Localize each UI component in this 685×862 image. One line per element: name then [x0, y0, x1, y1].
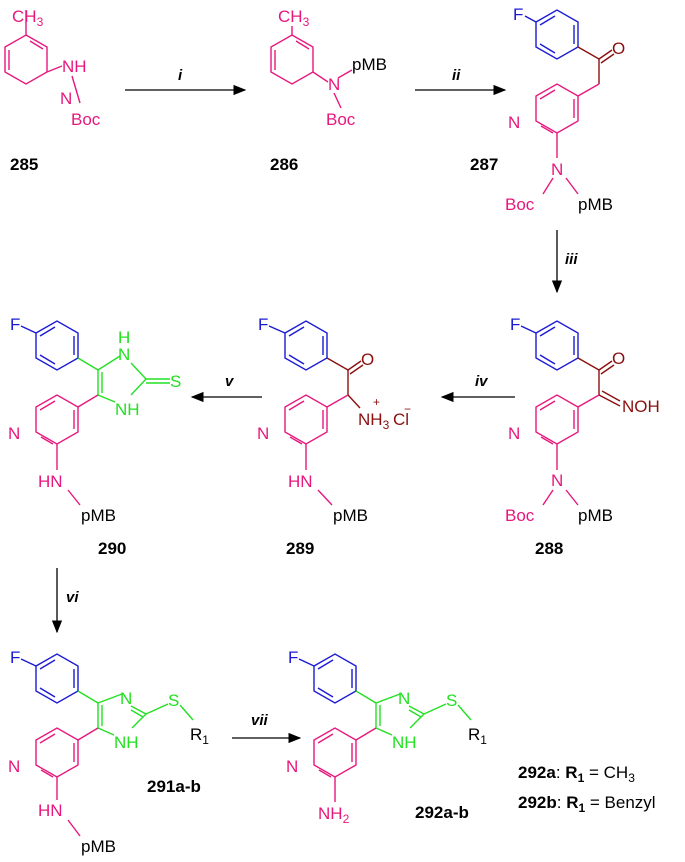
r1-label: R1	[190, 725, 209, 747]
step-label-vi: vi	[66, 589, 79, 606]
sulfur-label: S	[168, 691, 179, 710]
hn-label: HN	[38, 472, 63, 491]
sulfur-label: S	[446, 691, 457, 710]
boc-label: Boc	[326, 110, 356, 129]
nitrogen-label: N	[508, 424, 520, 443]
compound-287: F O N N Boc pMB 287	[470, 5, 625, 214]
compound-289: F O NH3 + Cl − N HN pMB 289	[257, 315, 411, 558]
nitrogen-label: N	[508, 113, 520, 132]
compound-label-291: 291a-b	[147, 777, 201, 796]
nitrogen-label: N	[286, 757, 298, 776]
minus-charge: −	[404, 402, 411, 416]
compound-label-290: 290	[98, 539, 126, 558]
step-label-v: v	[225, 373, 235, 390]
oxime-label: NOH	[622, 397, 660, 416]
fluorine-label: F	[10, 315, 20, 334]
boc-label: Boc	[505, 195, 535, 214]
amine-n-label: N	[551, 471, 563, 490]
nh-label: NH	[114, 733, 139, 752]
boc-label: Boc	[71, 110, 101, 129]
imidazole-n-label: N	[120, 689, 132, 708]
nitrogen-label: N	[8, 424, 20, 443]
compound-288: F O NOH N N Boc pMB 288	[505, 315, 660, 558]
boc-label: Boc	[505, 506, 535, 525]
compound-285: CH3 N NH Boc 285	[4, 7, 101, 174]
step-label-ii: ii	[452, 67, 461, 84]
oxygen-label: O	[612, 349, 625, 368]
compound-label-289: 289	[286, 539, 314, 558]
nitrogen-label: N	[8, 757, 20, 776]
step-label-vii: vii	[251, 712, 269, 729]
amine-n-label: N	[551, 160, 563, 179]
plus-charge: +	[373, 395, 380, 409]
step-label-iv: iv	[475, 373, 489, 390]
step-label-i: i	[178, 67, 183, 84]
compound-label-288: 288	[535, 539, 563, 558]
methyl-label: CH3	[12, 7, 44, 29]
chloride-label: Cl	[393, 410, 409, 429]
step-label-iii: iii	[565, 251, 578, 268]
pmb-label: pMB	[81, 837, 116, 856]
nh-label: N	[118, 345, 130, 364]
fluorine-label: F	[510, 315, 520, 334]
oxygen-label: O	[361, 350, 374, 369]
pmb-label: pMB	[81, 506, 116, 525]
nh-label-2: NH	[115, 400, 140, 419]
compound-286: CH3 N pMB Boc 286	[270, 7, 387, 174]
sulfur-label: S	[170, 372, 181, 391]
r1-label: R1	[468, 725, 487, 747]
hn-label: HN	[38, 801, 63, 820]
ammonium-label: NH3	[358, 410, 390, 432]
compound-label-285: 285	[10, 155, 38, 174]
nh-label: NH	[392, 733, 417, 752]
pmb-label: pMB	[578, 506, 613, 525]
legend-292a: 292a: R1 = CH3	[518, 763, 635, 785]
pmb-label: pMB	[333, 506, 368, 525]
legend-292b: 292b: R1 = Benzyl	[518, 793, 656, 815]
fluorine-label: F	[513, 5, 523, 24]
fluorine-label: F	[10, 648, 20, 667]
fluorine-label: F	[258, 315, 268, 334]
pmb-label: pMB	[352, 55, 387, 74]
oxygen-label: O	[612, 39, 625, 58]
methyl-label: CH3	[278, 7, 310, 29]
fluorine-label: F	[288, 648, 298, 667]
compound-label-292: 292a-b	[415, 803, 469, 822]
nh-label: NH	[62, 57, 87, 76]
compound-291: F N S R1 NH N HN pMB 291a-b	[8, 648, 209, 856]
nh2-label: NH2	[318, 804, 350, 826]
hn-label: HN	[288, 472, 313, 491]
compound-label-287: 287	[470, 155, 498, 174]
imidazole-n-label: N	[398, 689, 410, 708]
substituent-legend: 292a: R1 = CH3 292b: R1 = Benzyl	[518, 763, 656, 815]
nitrogen-label: N	[328, 75, 340, 94]
compound-290: F N H S NH N HN pMB 290	[8, 315, 181, 558]
h-label: H	[118, 328, 130, 347]
compound-label-286: 286	[270, 155, 298, 174]
pmb-label: pMB	[578, 195, 613, 214]
nitrogen-label: N	[257, 424, 269, 443]
compound-292: F N S R1 NH N NH2 292a-b	[286, 648, 487, 826]
nitrogen-label: N	[60, 89, 72, 108]
